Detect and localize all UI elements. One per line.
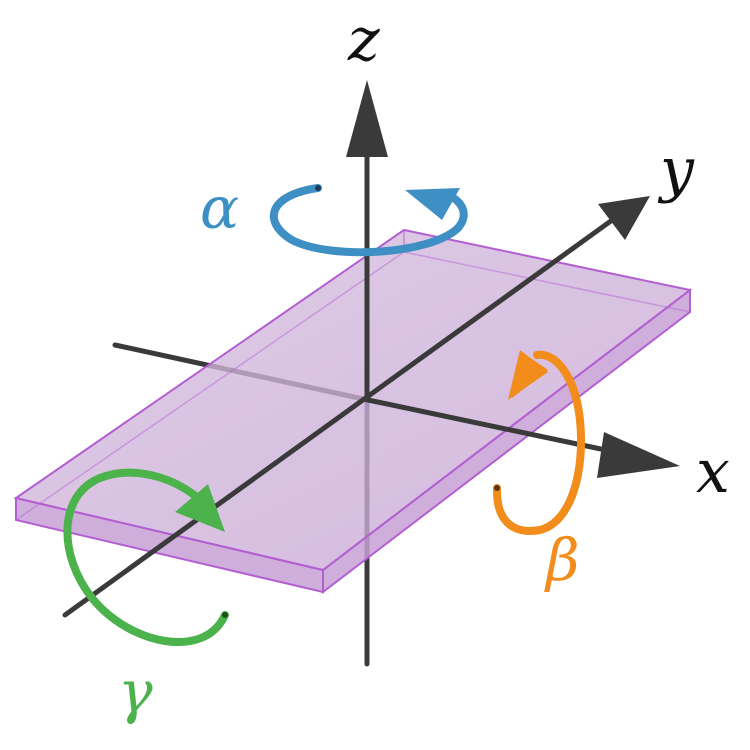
beta-label: β — [544, 526, 580, 594]
x-axis-arrowhead — [597, 432, 680, 478]
z-axis-label: z — [347, 5, 380, 75]
plate — [13, 228, 693, 595]
alpha-label: α — [200, 174, 239, 242]
plate-top-face — [13, 228, 693, 572]
z-axis-arrowhead — [346, 80, 388, 157]
x-axis-label: x — [696, 437, 730, 507]
y-axis-arrowhead — [598, 196, 650, 240]
gamma-label: γ — [118, 658, 153, 726]
y-axis-label: y — [657, 135, 695, 205]
gamma-rotation-arrow — [63, 468, 229, 646]
alpha-rotation-arrow — [269, 184, 468, 257]
alpha-arrowhead — [405, 188, 460, 220]
gamma-arrowhead — [175, 484, 225, 532]
beta-rotation-arrow — [492, 350, 585, 535]
x-axis-front — [365, 397, 618, 455]
y-axis — [62, 215, 618, 618]
